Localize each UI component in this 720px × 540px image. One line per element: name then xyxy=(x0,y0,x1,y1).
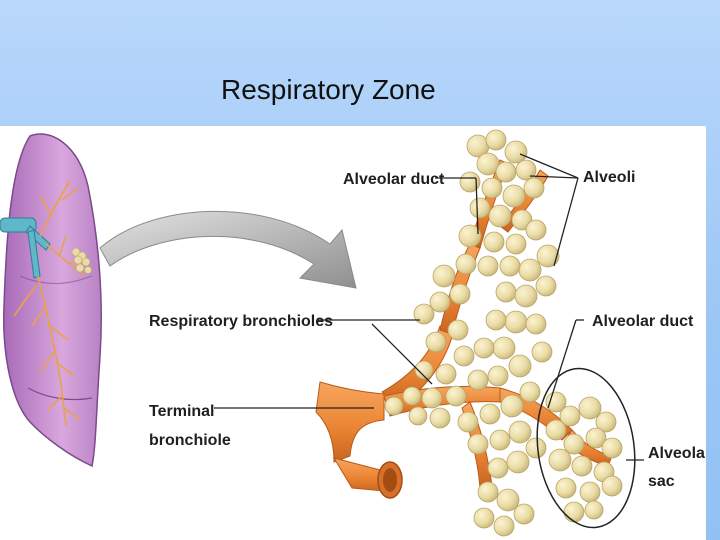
alveolus xyxy=(525,313,547,335)
alveolus xyxy=(445,385,467,407)
alveolus xyxy=(421,387,443,409)
alveolus xyxy=(487,365,509,387)
alveolus xyxy=(585,427,607,449)
alveolus xyxy=(432,264,456,288)
alveolus xyxy=(531,341,553,363)
alveolus xyxy=(571,455,593,477)
alveolus xyxy=(563,501,585,523)
alveolus xyxy=(595,411,617,433)
alveolus xyxy=(584,500,604,520)
zoom-arrow xyxy=(99,210,357,289)
alveolus xyxy=(467,369,489,391)
alveolus xyxy=(493,515,515,537)
alveolus xyxy=(488,204,512,228)
alveolus xyxy=(505,233,527,255)
alveolus xyxy=(504,310,528,334)
diagram-labels: Alveolar duct Alveoli Respiratory bronch… xyxy=(149,169,706,490)
alveolus xyxy=(477,255,499,277)
lung-alveoli-cluster xyxy=(71,247,92,274)
alveolar-sac-outline xyxy=(536,367,636,529)
alveolus xyxy=(429,291,451,313)
alveolus xyxy=(515,159,537,181)
alveolus xyxy=(384,396,404,416)
label-alveolar-duct-top: Alveolar duct xyxy=(343,171,445,188)
alveolus xyxy=(559,405,581,427)
label-alveoli: Alveoli xyxy=(583,169,635,186)
label-terminal: Terminal xyxy=(149,403,215,420)
alveolus xyxy=(495,161,517,183)
alveolus xyxy=(469,197,491,219)
alveolus xyxy=(499,255,521,277)
alveolus xyxy=(449,283,471,305)
alveolus xyxy=(473,507,495,529)
alveolus xyxy=(453,345,475,367)
alveolus xyxy=(473,337,495,359)
alveolus xyxy=(476,152,500,176)
label-sac: sac xyxy=(648,473,675,490)
alveolus xyxy=(536,244,560,268)
alveolus xyxy=(514,284,538,308)
bronchial-tree xyxy=(13,180,85,427)
lung-illustration xyxy=(0,133,103,468)
alveolus xyxy=(548,448,572,472)
slide-title: Respiratory Zone xyxy=(221,74,436,105)
alveolus xyxy=(414,360,434,380)
alveolus xyxy=(525,437,547,459)
alveolus xyxy=(429,407,451,429)
alveolus xyxy=(425,331,447,353)
alveolus xyxy=(519,381,541,403)
alveolus xyxy=(525,219,547,241)
alveolus xyxy=(457,411,479,433)
alveolus xyxy=(485,309,507,331)
label-alveolar-duct-right: Alveolar duct xyxy=(592,313,694,330)
trachea xyxy=(0,217,51,279)
alveolus xyxy=(601,437,623,459)
alveolus xyxy=(535,275,557,297)
figure-panel: Alveolar duct Alveoli Respiratory bronch… xyxy=(0,126,706,540)
terminal-bronchiole-tube xyxy=(315,381,385,463)
label-alveolar: Alveolar xyxy=(648,445,706,462)
alveolus xyxy=(467,433,489,455)
alveolus xyxy=(496,488,520,512)
alveolus xyxy=(579,481,601,503)
alveolus xyxy=(408,406,428,426)
alveolus xyxy=(495,281,517,303)
alveolus xyxy=(485,129,507,151)
leader-lines xyxy=(214,153,644,461)
alveolus xyxy=(402,386,422,406)
alveoli-spheres xyxy=(384,129,623,537)
alveolus xyxy=(413,303,435,325)
alveolus xyxy=(506,450,530,474)
alveolus xyxy=(487,457,509,479)
alveolus xyxy=(504,140,528,164)
alveolus xyxy=(479,403,501,425)
alveolus xyxy=(458,224,482,248)
respiratory-zone-diagram: Alveolar duct Alveoli Respiratory bronch… xyxy=(0,129,706,537)
alveolus xyxy=(513,503,535,525)
alveolus xyxy=(500,394,524,418)
alveolus xyxy=(459,171,481,193)
alveolus xyxy=(483,231,505,253)
alveolus xyxy=(601,475,623,497)
alveolus xyxy=(455,253,477,275)
alveolus xyxy=(555,477,577,499)
alveolus xyxy=(481,177,503,199)
alveolus xyxy=(523,177,545,199)
alveolus xyxy=(563,433,585,455)
alveolus xyxy=(508,354,532,378)
alveolus xyxy=(545,419,567,441)
label-respiratory-bronchioles: Respiratory bronchioles xyxy=(149,313,333,330)
alveolus xyxy=(489,429,511,451)
alveolus xyxy=(447,319,469,341)
alveolus xyxy=(477,481,499,503)
alveolus xyxy=(502,184,526,208)
alveolus xyxy=(435,363,457,385)
alveolus xyxy=(508,420,532,444)
label-bronchiole: bronchiole xyxy=(149,432,231,449)
alveolus xyxy=(518,258,542,282)
alveolus xyxy=(492,336,516,360)
alveolus xyxy=(578,396,602,420)
